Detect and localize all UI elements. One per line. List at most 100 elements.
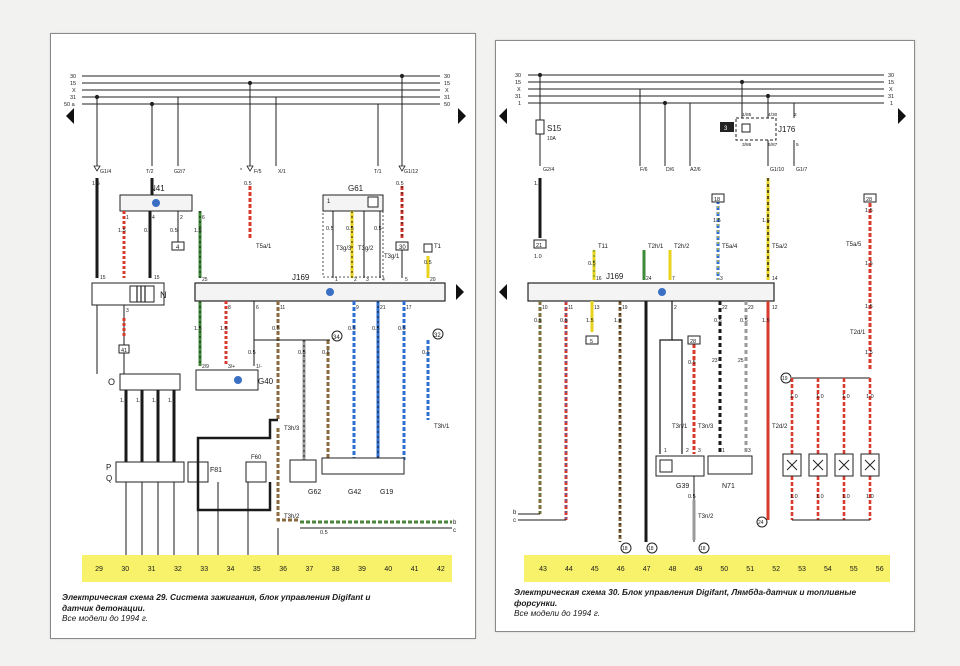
ref-41: 41	[121, 348, 127, 354]
component-pq[interactable]	[115, 461, 185, 483]
component-f60[interactable]	[245, 461, 267, 483]
ref-r-28b: 28	[690, 339, 696, 345]
gauge-r-21: 1.0	[790, 494, 798, 500]
pin-l-22: 1/-	[256, 364, 262, 370]
gauge-r-0: 1.0	[534, 181, 542, 187]
label-g40: G40	[258, 377, 274, 386]
r-rail-label-15-r: 15	[888, 80, 894, 86]
gauge-l-5: 0.5	[396, 181, 404, 187]
label-j169-left: J169	[292, 273, 310, 282]
grid-number: 50	[720, 566, 728, 573]
pin-r-15: 3	[698, 448, 701, 454]
relay-pin-1-85: 1/85	[742, 112, 752, 118]
rail-label-31-r: 31	[444, 95, 450, 101]
component-g62[interactable]	[289, 459, 317, 483]
gauge-r-4: 1.5	[865, 208, 873, 214]
r-top-f-6: F/6	[640, 167, 648, 173]
pin-l-12: 21	[380, 305, 386, 311]
left-nav-arrow-right[interactable]	[458, 108, 466, 124]
left-nav-arrow-left[interactable]	[66, 108, 74, 124]
label-g42: G42	[348, 489, 361, 496]
rail-label-30: 30	[70, 74, 76, 80]
pin-r-1: 24	[646, 276, 652, 282]
label-g19: G19	[380, 489, 393, 496]
r-rail-label-x: X	[517, 87, 521, 93]
gauge-r-6: 1.5	[586, 318, 594, 324]
gauge-r-20: 1.0	[866, 394, 874, 400]
component-j169-right[interactable]	[527, 282, 775, 302]
label-j169-right: J169	[606, 272, 624, 281]
rail-label-x: X	[72, 88, 76, 94]
right-nav-arrow-left[interactable]	[499, 108, 507, 124]
grid-number: 41	[411, 566, 419, 573]
pin-l-16: 4	[382, 277, 385, 283]
ref-r-23: 23	[712, 358, 718, 364]
edge-c-left: c	[453, 528, 456, 534]
gauge-l-16: 0.5	[422, 350, 430, 356]
gauge-l-2: 0.5	[144, 228, 152, 234]
pin-l-7: 25	[202, 277, 208, 283]
gauge-r-2: 1.5	[713, 218, 721, 224]
label-t3h1: T3h/1	[434, 424, 450, 430]
grid-number: 49	[695, 566, 703, 573]
gauge-r-16: 1.5	[865, 350, 873, 356]
gauge-r-11: 0.5	[714, 318, 722, 324]
left-nav-arrow-right-2[interactable]	[456, 284, 464, 300]
gauge-r-22: 1.0	[816, 494, 824, 500]
component-g42-g19[interactable]	[321, 457, 405, 475]
right-nav-arrow-left-2[interactable]	[499, 284, 507, 300]
pin-r-14: 2	[686, 448, 689, 454]
label-t3n1: T3n/1	[672, 424, 688, 430]
gauge-r-7: 0.5	[534, 318, 542, 324]
pin-l-19: 1	[335, 277, 338, 283]
label-t2h1: T2h/1	[648, 244, 664, 250]
label-n: N	[160, 290, 167, 300]
component-j169-left[interactable]	[194, 282, 446, 302]
component-o[interactable]	[119, 373, 181, 391]
gauge-r-13: 0.5	[688, 360, 696, 366]
component-n71[interactable]	[707, 455, 753, 475]
pin-l-14: 20	[430, 277, 436, 283]
pin-l-13: 17	[406, 305, 412, 311]
r-top-g2-4: G2/4	[543, 167, 554, 173]
right-schema: 30 15 X 31 1 30 15 X 31 1	[499, 72, 906, 582]
grid-number: 34	[227, 566, 235, 573]
gauge-l-19: 0.5	[374, 226, 382, 232]
gauge-l-4: 0.5	[244, 181, 252, 187]
r-rail-label-30: 30	[515, 73, 521, 79]
gauge-r-25: 1.0	[534, 254, 542, 260]
component-g40[interactable]	[195, 369, 259, 391]
label-n41: N41	[150, 184, 165, 193]
caption-left-title: Электрическая схема 29. Система зажигани…	[62, 592, 371, 613]
ref-34: 34	[333, 335, 340, 341]
r-top-d-6: D/6	[666, 167, 674, 173]
gauge-r-17: 1.0	[790, 394, 798, 400]
gauge-l-15: 0.5	[398, 326, 406, 332]
label-t3g3: T3g/3	[336, 246, 352, 252]
gauge-l-1: 1.5	[118, 228, 126, 234]
pin-r-5: 10	[542, 305, 548, 311]
caption-right-sub: Все модели до 1994 г.	[514, 608, 601, 618]
grid-number: 42	[437, 566, 445, 573]
gauge-r-14: 0.5	[688, 494, 696, 500]
grid-number: 53	[798, 566, 806, 573]
gauge-r-19: 1.0	[842, 394, 850, 400]
gauge-l-25: 1.0	[168, 398, 176, 404]
label-t3n3: T3n/3	[698, 424, 714, 430]
gauge-r-24: 1.0	[866, 494, 874, 500]
left-schema: 30 15 X 31 50 a 30 15 X 31 50 G1/4	[64, 73, 466, 582]
ref-r-18d: 18	[700, 546, 706, 552]
caption-left: Электрическая схема 29. Система зажигани…	[62, 592, 402, 624]
injector-symbol-icon	[864, 459, 876, 471]
gauge-r-18: 1.0	[816, 394, 824, 400]
rail-label-x-r: X	[445, 88, 449, 94]
relay-pin-3-86: 3/86	[742, 142, 752, 148]
component-s15-fuse[interactable]	[535, 119, 545, 135]
grid-number: 54	[824, 566, 832, 573]
ref-r-18a: 18	[714, 197, 720, 203]
right-nav-arrow-right[interactable]	[898, 108, 906, 124]
grid-number: 56	[876, 566, 884, 573]
relay-pin-6-87: 6/87	[768, 142, 778, 148]
r-rail-label-15: 15	[515, 80, 521, 86]
